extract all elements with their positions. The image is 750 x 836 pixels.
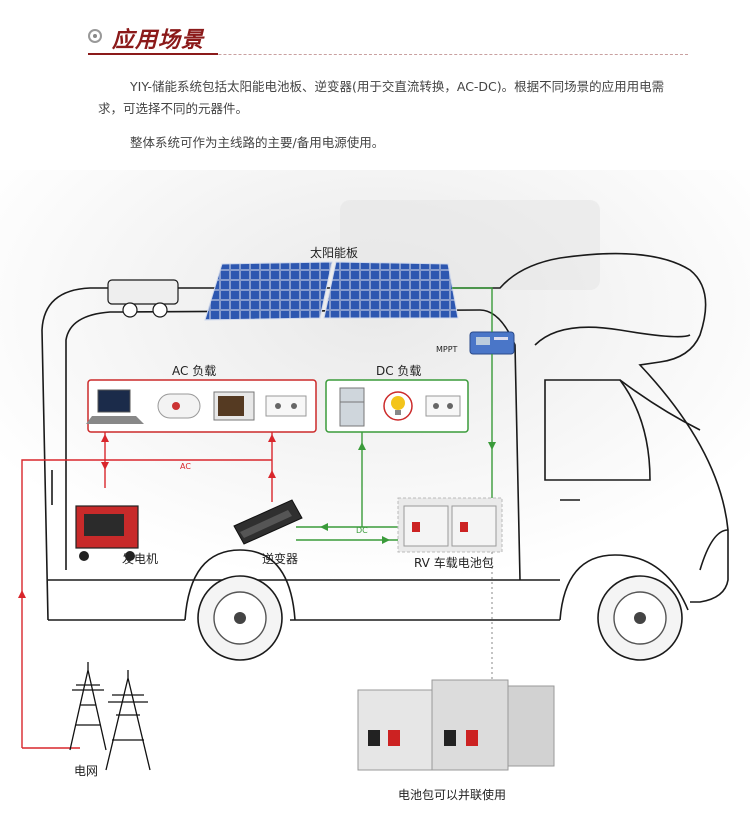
generator-label: 发电机 xyxy=(122,552,159,566)
intro-paragraph-2: 整体系统可作为主线路的主要/备用电源使用。 xyxy=(130,135,385,150)
rv-power-diagram: 太阳能板 MPPT AC 负载 DC 负载 AC DC 发电机 逆变器 RV 车… xyxy=(0,170,750,832)
parallel-note-label: 电池包可以并联使用 xyxy=(398,788,507,802)
section-header: 应用场景 xyxy=(88,20,688,60)
ac-load-box xyxy=(87,379,317,433)
microwave-icon xyxy=(213,391,255,421)
ac-arrows xyxy=(18,434,276,598)
rv-battery-pack-icon xyxy=(397,497,503,553)
inverter-label: 逆变器 xyxy=(262,552,299,566)
header-divider xyxy=(88,53,688,55)
water-heater-icon xyxy=(157,393,201,419)
section-title: 应用场景 xyxy=(112,28,205,53)
light-bulb-icon xyxy=(383,391,413,421)
inverter-icon xyxy=(233,499,303,545)
ac-load-label: AC 负载 xyxy=(172,364,217,378)
intro-paragraph-1: YIY-储能系统包括太阳能电池板、逆变器(用于交直流转换，AC-DC)。根据不同… xyxy=(98,79,665,116)
mppt-label: MPPT xyxy=(436,345,458,354)
refrigerator-icon xyxy=(339,387,365,427)
parallel-battery-packs-icon xyxy=(357,679,555,771)
ac-line-label: AC xyxy=(180,462,191,471)
intro-text: YIY-储能系统包括太阳能电池板、逆变器(用于交直流转换，AC-DC)。根据不同… xyxy=(98,76,678,154)
mppt-controller-icon xyxy=(469,331,515,355)
solar-panel-label: 太阳能板 xyxy=(310,246,359,260)
roof-ac-unit-icon xyxy=(107,279,179,318)
dc-load-label: DC 负载 xyxy=(376,364,422,378)
dc-arrows xyxy=(320,442,496,544)
rear-wheel-icon xyxy=(197,575,283,661)
dc-socket-icon xyxy=(425,395,461,417)
laptop-icon xyxy=(86,389,144,424)
generator-icon xyxy=(75,505,139,561)
header-bullet-icon xyxy=(88,29,102,43)
ac-socket-icon xyxy=(265,395,307,417)
rv-outline xyxy=(41,252,729,621)
dc-line-label: DC xyxy=(356,526,368,535)
front-wheel-icon xyxy=(597,575,683,661)
diagram-graphics xyxy=(0,170,750,771)
grid-label: 电网 xyxy=(74,764,99,778)
solar-panel-icon xyxy=(204,261,459,321)
battery-pack-label: RV 车载电池包 xyxy=(414,556,494,570)
power-grid-tower-icon xyxy=(69,662,151,771)
